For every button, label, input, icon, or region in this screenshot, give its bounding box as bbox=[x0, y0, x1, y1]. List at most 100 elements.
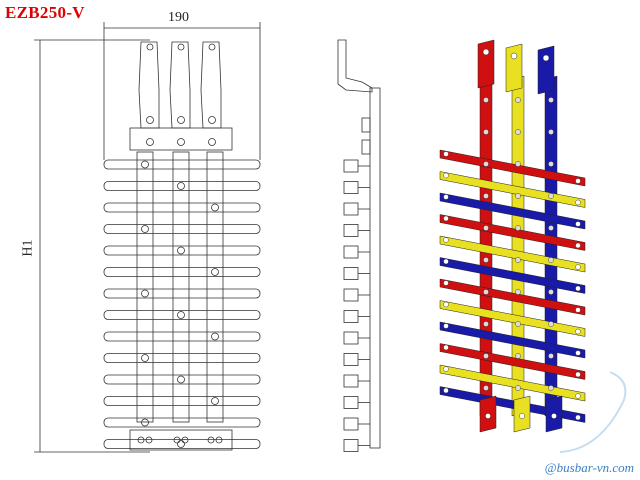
side-bar-section bbox=[343, 267, 359, 280]
iso-bolt bbox=[483, 129, 489, 135]
busbar-row bbox=[103, 159, 261, 170]
iso-bolt bbox=[515, 161, 521, 167]
bolt-hole bbox=[141, 225, 149, 233]
busbar-row bbox=[103, 417, 261, 428]
iso-hole bbox=[443, 366, 449, 372]
iso-busbar bbox=[439, 214, 586, 251]
iso-hole bbox=[443, 237, 449, 243]
bolt-hole bbox=[181, 436, 189, 444]
iso-hole bbox=[443, 323, 449, 329]
iso-hole bbox=[443, 151, 449, 157]
side-bar-section bbox=[343, 417, 359, 431]
iso-bolt bbox=[515, 321, 521, 327]
front-view bbox=[34, 22, 261, 453]
iso-bolt bbox=[548, 161, 554, 167]
iso-bolt bbox=[548, 129, 554, 135]
iso-bolt bbox=[483, 161, 489, 167]
side-bar-section bbox=[343, 224, 359, 237]
iso-hole bbox=[575, 199, 581, 206]
watermark: @busbar-vn.com bbox=[544, 460, 634, 475]
iso-hole bbox=[443, 215, 449, 222]
iso-hole bbox=[575, 285, 581, 292]
iso-bolt bbox=[483, 353, 489, 359]
busbar-row bbox=[103, 202, 261, 213]
busbar-row bbox=[103, 267, 261, 277]
bolt-hole bbox=[177, 138, 185, 146]
bolt-hole bbox=[141, 160, 149, 169]
side-bar-section bbox=[343, 181, 359, 194]
iso-hole bbox=[443, 258, 449, 265]
iso-hole bbox=[575, 350, 581, 356]
watermark-swoosh bbox=[559, 371, 627, 453]
iso-hole bbox=[482, 48, 490, 56]
iso-busbar bbox=[439, 192, 586, 230]
iso-hole bbox=[443, 172, 449, 179]
bolt-hole bbox=[177, 116, 185, 124]
iso-bolt bbox=[515, 129, 521, 135]
side-bar-section bbox=[343, 396, 359, 409]
iso-hole bbox=[575, 242, 581, 249]
iso-bolt bbox=[548, 289, 554, 295]
iso-hole bbox=[575, 414, 581, 421]
terminal-block bbox=[129, 127, 233, 151]
bolt-hole bbox=[211, 268, 219, 276]
iso-bolt bbox=[515, 97, 521, 103]
iso-hole bbox=[575, 393, 581, 399]
iso-bolt bbox=[515, 193, 521, 199]
iso-bolt bbox=[515, 353, 521, 359]
iso-hole bbox=[575, 328, 581, 335]
iso-hole bbox=[575, 307, 581, 313]
side-bar-section bbox=[343, 245, 359, 259]
product-title: EZB250-V bbox=[5, 3, 85, 22]
bolt-hole bbox=[177, 311, 185, 319]
iso-bolt bbox=[548, 321, 554, 327]
side-view bbox=[337, 39, 381, 452]
busbar-row bbox=[103, 396, 261, 406]
mounting-hole bbox=[146, 43, 154, 51]
vertical-riser bbox=[206, 151, 224, 423]
bolt-hole bbox=[146, 116, 154, 124]
bolt-hole bbox=[211, 397, 219, 405]
side-bar-section bbox=[343, 202, 359, 216]
iso-top-tab bbox=[537, 45, 555, 95]
side-bar-section bbox=[343, 288, 359, 302]
iso-bolt bbox=[483, 97, 489, 103]
busbar-row bbox=[103, 245, 261, 256]
busbar-row bbox=[103, 181, 261, 191]
iso-bolt bbox=[548, 97, 554, 103]
iso-bolt bbox=[515, 257, 521, 263]
busbar-row bbox=[103, 353, 261, 363]
busbar-row bbox=[103, 224, 261, 234]
iso-bolt bbox=[483, 385, 489, 391]
bolt-hole bbox=[177, 440, 185, 448]
iso-top-tab bbox=[477, 39, 495, 89]
iso-hole bbox=[519, 413, 525, 419]
iso-hole bbox=[443, 344, 449, 351]
isometric-view bbox=[439, 39, 627, 453]
iso-hole bbox=[443, 280, 449, 286]
bolt-hole bbox=[211, 203, 219, 212]
width-dimension-label: 190 bbox=[168, 10, 189, 25]
iso-hole bbox=[575, 178, 581, 184]
iso-hole bbox=[443, 194, 449, 200]
busbar-row bbox=[103, 374, 261, 385]
iso-hole bbox=[485, 413, 491, 419]
bolt-hole bbox=[177, 375, 185, 384]
iso-hole bbox=[443, 301, 449, 308]
iso-busbar bbox=[439, 171, 586, 208]
bottom-block bbox=[129, 429, 233, 451]
bolt-hole bbox=[141, 418, 149, 427]
iso-busbar bbox=[439, 235, 586, 273]
busbar-row bbox=[103, 331, 261, 342]
iso-bolt bbox=[548, 353, 554, 359]
iso-busbar bbox=[439, 149, 586, 187]
side-bar-section bbox=[343, 439, 359, 452]
iso-bolt bbox=[483, 257, 489, 263]
side-terminal bbox=[337, 39, 373, 93]
iso-bolt bbox=[515, 289, 521, 295]
side-riser bbox=[369, 87, 381, 449]
bolt-hole bbox=[177, 182, 185, 190]
bolt-hole bbox=[208, 116, 216, 124]
bolt-hole bbox=[137, 436, 145, 444]
terminal-strap bbox=[200, 41, 222, 129]
